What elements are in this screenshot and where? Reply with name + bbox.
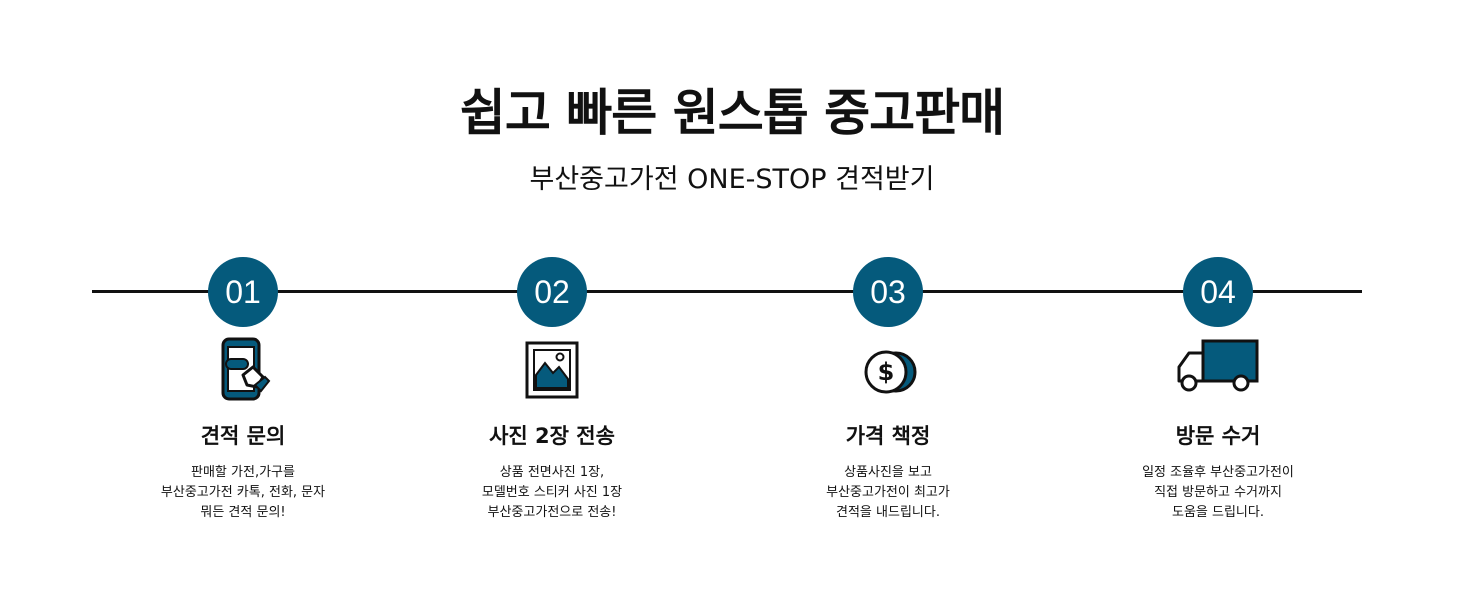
step-1-title: 견적 문의	[200, 424, 286, 448]
step-2-number: 02	[517, 257, 587, 327]
step-4-title: 방문 수거	[1175, 424, 1261, 448]
step-3-description: 상품사진을 보고 부산중고가전이 최고가 견적을 내드립니다.	[826, 465, 950, 520]
photo-icon	[512, 335, 592, 405]
step-4-description: 일정 조율후 부산중고가전이 직접 방문하고 수거까지 도움을 드립니다.	[1142, 465, 1294, 520]
page-title: 쉽고 빠른 원스톱 중고판매	[459, 84, 1005, 142]
svg-text:$: $	[878, 358, 895, 386]
coin-dollar-icon: $	[848, 335, 928, 405]
step-2: 02 사진 2장 전송 상품 전면사진 1장, 모델번호 스티커 사진 1장 부…	[402, 0, 702, 600]
phone-touch-icon	[203, 335, 283, 405]
step-3: 03 $ 가격 책정 상품사진을 보고 부산중고가전이 최고가 견적을 내드립니…	[738, 0, 1038, 600]
step-1-number: 01	[208, 257, 278, 327]
step-2-description: 상품 전면사진 1장, 모델번호 스티커 사진 1장 부산중고가전으로 전송!	[481, 465, 623, 520]
truck-icon	[1173, 335, 1263, 405]
step-1: 01 견적 문의 판매할 가전,가구를 부산중고가전 카톡, 전화, 문자 뭐든…	[93, 0, 393, 600]
step-3-number: 03	[853, 257, 923, 327]
step-3-title: 가격 책정	[845, 424, 931, 448]
timeline-line	[92, 290, 1362, 293]
step-4-number: 04	[1183, 257, 1253, 327]
step-2-title: 사진 2장 전송	[489, 424, 615, 448]
step-4: 04 방문 수거 일정 조율후 부산중고가전이 직접 방문하고 수거까지 도움을…	[1068, 0, 1368, 600]
step-1-description: 판매할 가전,가구를 부산중고가전 카톡, 전화, 문자 뭐든 견적 문의!	[160, 465, 326, 520]
page-subtitle: 부산중고가전 ONE-STOP 견적받기	[529, 164, 935, 195]
